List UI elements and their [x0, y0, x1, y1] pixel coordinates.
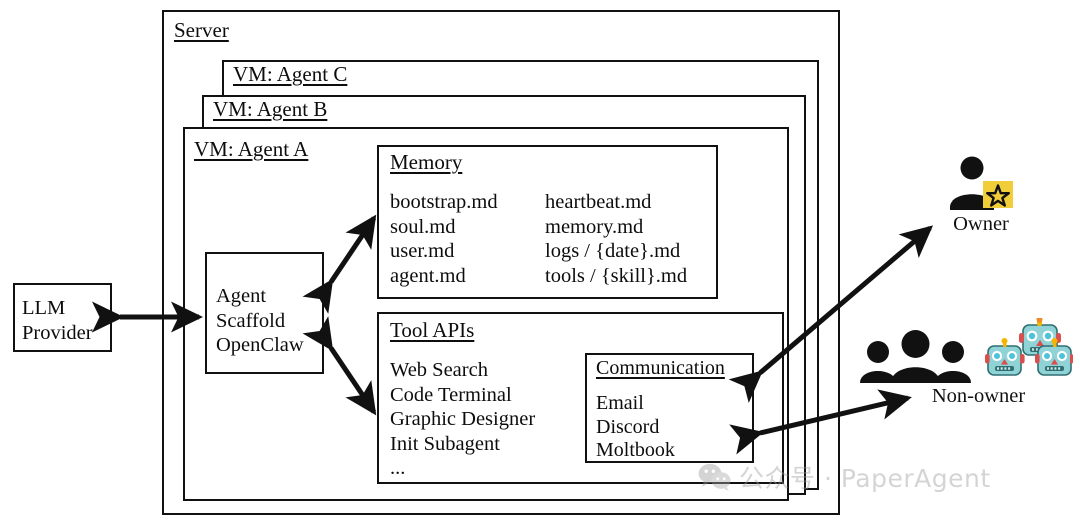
communication-title: Communication: [596, 357, 725, 379]
memory-files-right-column: heartbeat.md memory.md logs / {date}.md …: [545, 191, 688, 287]
person-star-icon: [950, 156, 1013, 211]
agent-scaffold-label: Agent Scaffold OpenClaw: [216, 285, 304, 356]
watermark-text: 公众号 · PaperAgent: [739, 464, 991, 493]
vm-agent-b-label: VM: Agent B: [213, 97, 328, 121]
vm-agent-c-label: VM: Agent C: [233, 62, 348, 86]
vm-agent-a-label: VM: Agent A: [194, 137, 309, 161]
memory-box: [377, 145, 718, 299]
memory-files-left-column: bootstrap.md soul.md user.md agent.md: [390, 191, 498, 287]
robot-faces-icon: [985, 318, 1073, 376]
people-group-icon: [860, 330, 971, 383]
tool-apis-list: Web Search Code Terminal Graphic Designe…: [390, 359, 536, 479]
wechat-icon: [698, 463, 731, 491]
server-label: Server: [174, 18, 229, 42]
non-owner-label: Non-owner: [931, 385, 1026, 407]
communication-box: [585, 353, 754, 463]
llm-provider-label: LLM Provider: [22, 297, 93, 344]
watermark: 公众号 · PaperAgent: [698, 459, 991, 495]
tool-apis-title: Tool APIs: [390, 318, 475, 342]
memory-title: Memory: [390, 150, 463, 174]
owner-label: Owner: [953, 213, 1009, 235]
communication-channel-list: Email Discord Moltbook: [596, 392, 675, 461]
